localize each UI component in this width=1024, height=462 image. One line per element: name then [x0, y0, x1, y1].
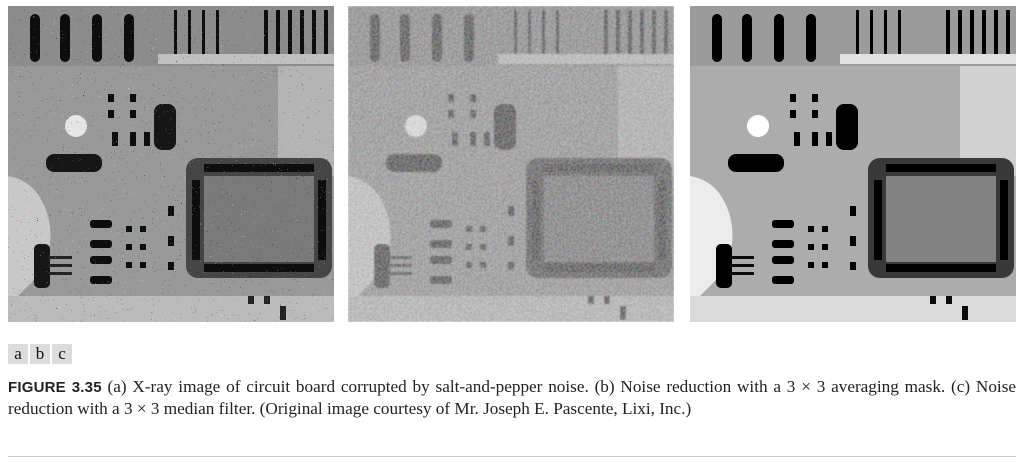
panel-median-filtered	[690, 6, 1016, 322]
figure-label: FIGURE 3.35	[8, 379, 102, 396]
caption-text: (a) X-ray image of circuit board corrupt…	[8, 377, 1017, 418]
panel-averaging-filtered	[348, 6, 674, 322]
panel-noisy-xray	[8, 6, 334, 322]
panel-label-b: b	[30, 344, 50, 364]
panel-labels: a b c	[8, 344, 72, 364]
panel-label-c: c	[52, 344, 72, 364]
figure-caption: FIGURE 3.35 (a) X-ray image of circuit b…	[8, 376, 1016, 419]
panel-label-a: a	[8, 344, 28, 364]
divider	[8, 456, 1016, 457]
